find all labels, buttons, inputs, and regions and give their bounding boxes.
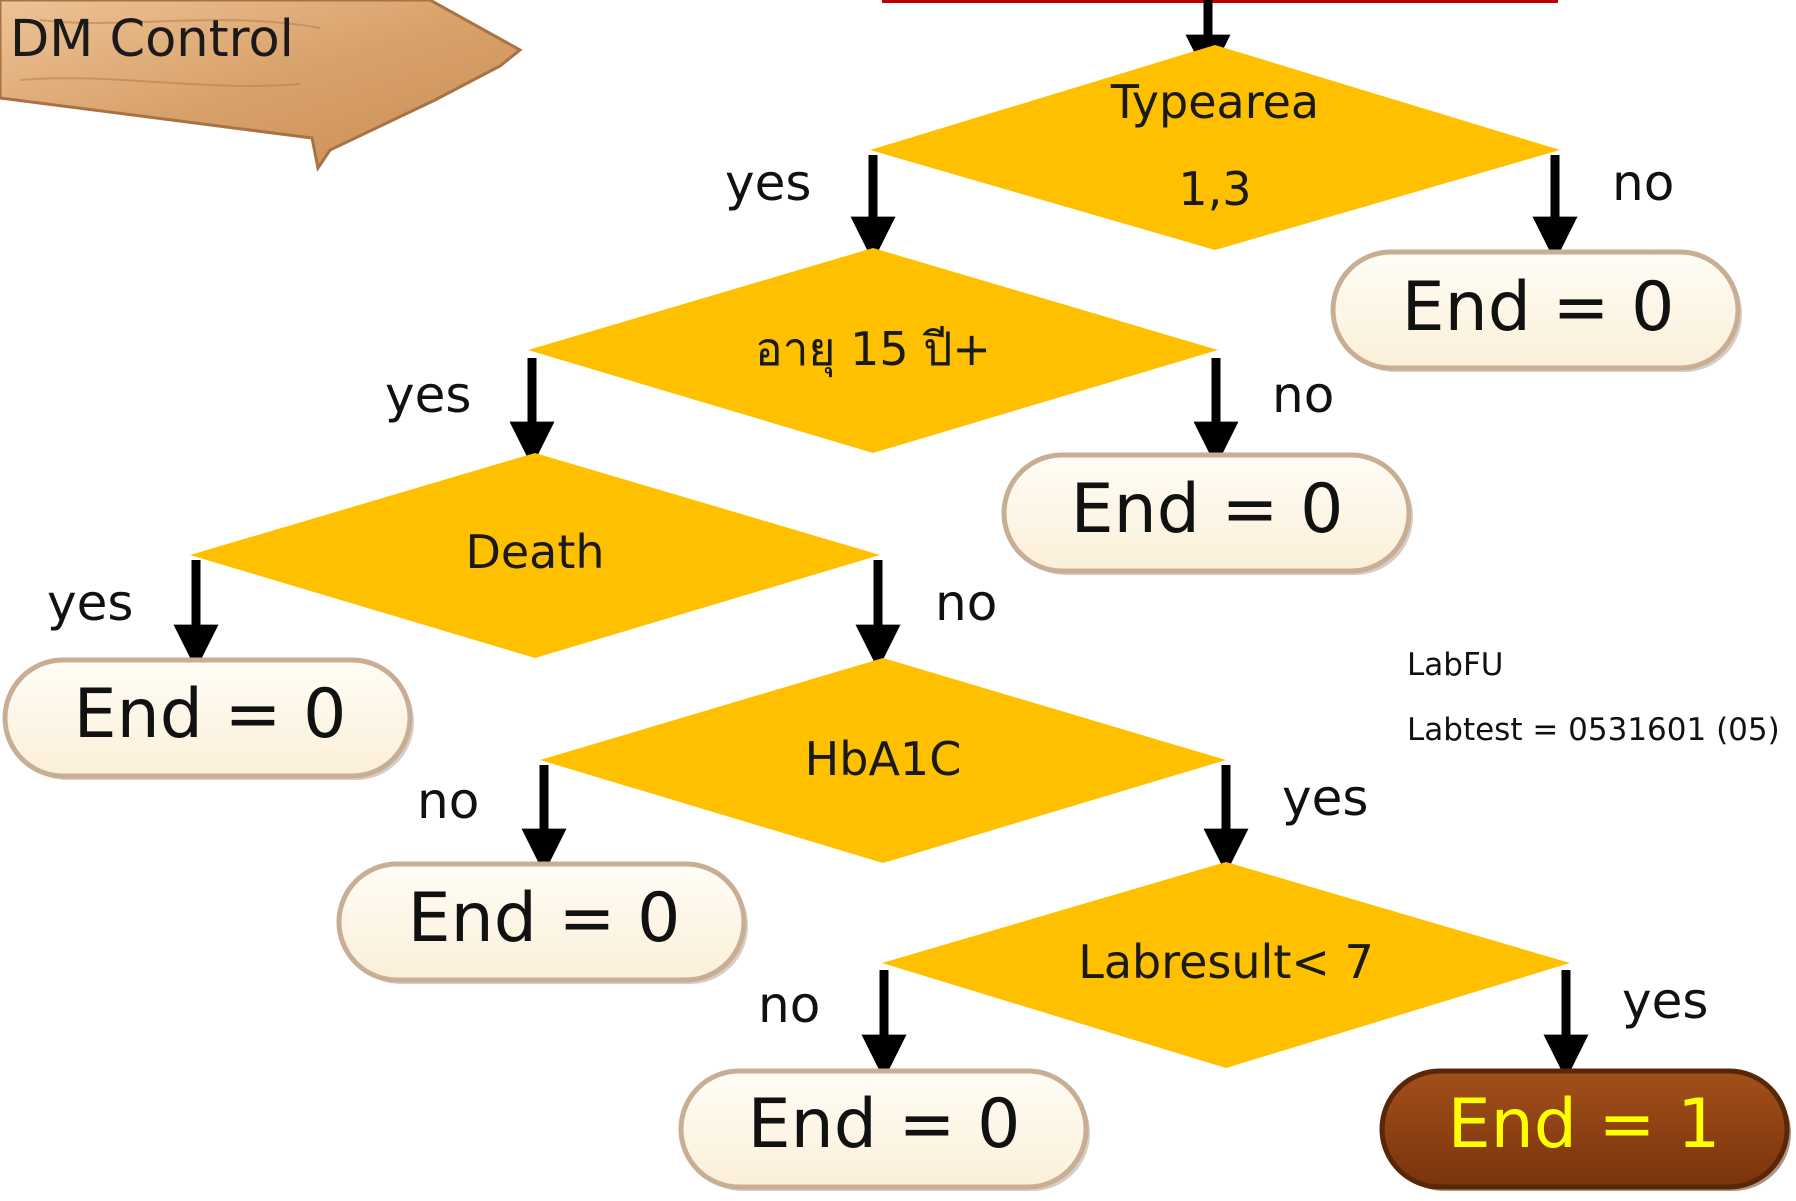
decision-labresult: Labresult< 7: [882, 862, 1570, 1068]
terminal-labresult-no: End = 0: [678, 1068, 1090, 1191]
decision-diamond: [540, 658, 1226, 863]
branch-label-age-yes: yes: [385, 366, 471, 424]
note-labfu: LabFU: [1407, 647, 1503, 683]
branch-label-death-yes: yes: [47, 574, 133, 632]
terminal-label: End = 0: [408, 879, 681, 958]
sign-label: DM Control: [10, 10, 294, 69]
decision-hba1c: HbA1C: [540, 658, 1226, 863]
decision-typearea-value: 1,3: [1178, 162, 1251, 216]
terminal-typearea-no: End = 0: [1330, 249, 1742, 372]
terminal-label: End = 0: [74, 675, 347, 754]
decision-labresult-label: Labresult< 7: [1078, 935, 1374, 989]
terminal-label-highlight: End = 1: [1448, 1085, 1721, 1164]
wood-grain: [19, 77, 301, 87]
decision-death: Death: [190, 453, 880, 658]
decision-typearea: Typearea 1,3: [870, 45, 1560, 250]
terminal-pill: [1330, 249, 1741, 371]
branch-label-typearea-no: no: [1612, 154, 1674, 212]
dm-control-sign: DM Control: [0, 0, 523, 172]
decision-diamond: [190, 453, 880, 658]
decision-diamond: [528, 248, 1218, 453]
labfu-note: LabFU Labtest = 0531601 (05): [1407, 647, 1780, 748]
terminal-pill-highlight: [1379, 1068, 1790, 1190]
branch-label-hba1c-no: no: [417, 772, 479, 830]
terminal-pill: [336, 861, 747, 983]
note-labtest: Labtest = 0531601 (05): [1407, 712, 1780, 748]
terminal-death-yes: End = 0: [2, 657, 414, 780]
branch-label-death-no: no: [935, 574, 997, 632]
branch-label-age-no: no: [1272, 366, 1334, 424]
terminal-pill: [2, 657, 413, 779]
terminal-label: End = 0: [1402, 268, 1675, 347]
wood-arrow-sign-icon: [0, 0, 523, 172]
terminal-pill: [678, 1068, 1089, 1190]
terminal-pill: [1001, 452, 1412, 574]
branch-label-hba1c-yes: yes: [1282, 769, 1368, 827]
terminal-labresult-yes: End = 1: [1379, 1068, 1791, 1191]
wood-grain: [39, 19, 321, 29]
decision-age: อายุ 15 ปี+: [528, 248, 1218, 453]
decision-typearea-label: Typearea: [1110, 75, 1319, 129]
decision-death-label: Death: [465, 525, 604, 579]
decision-diamond: [870, 45, 1560, 250]
terminal-age-no: End = 0: [1001, 452, 1413, 575]
decision-hba1c-label: HbA1C: [805, 732, 962, 786]
terminal-label: End = 0: [748, 1085, 1021, 1164]
decision-age-label: อายุ 15 ปี+: [755, 322, 991, 378]
branch-label-typearea-yes: yes: [725, 154, 811, 212]
branch-label-labresult-yes: yes: [1622, 972, 1708, 1030]
decision-diamond: [882, 862, 1570, 1068]
terminal-label: End = 0: [1071, 470, 1344, 549]
branch-label-labresult-no: no: [758, 976, 820, 1034]
terminal-hba1c-no: End = 0: [336, 861, 748, 984]
